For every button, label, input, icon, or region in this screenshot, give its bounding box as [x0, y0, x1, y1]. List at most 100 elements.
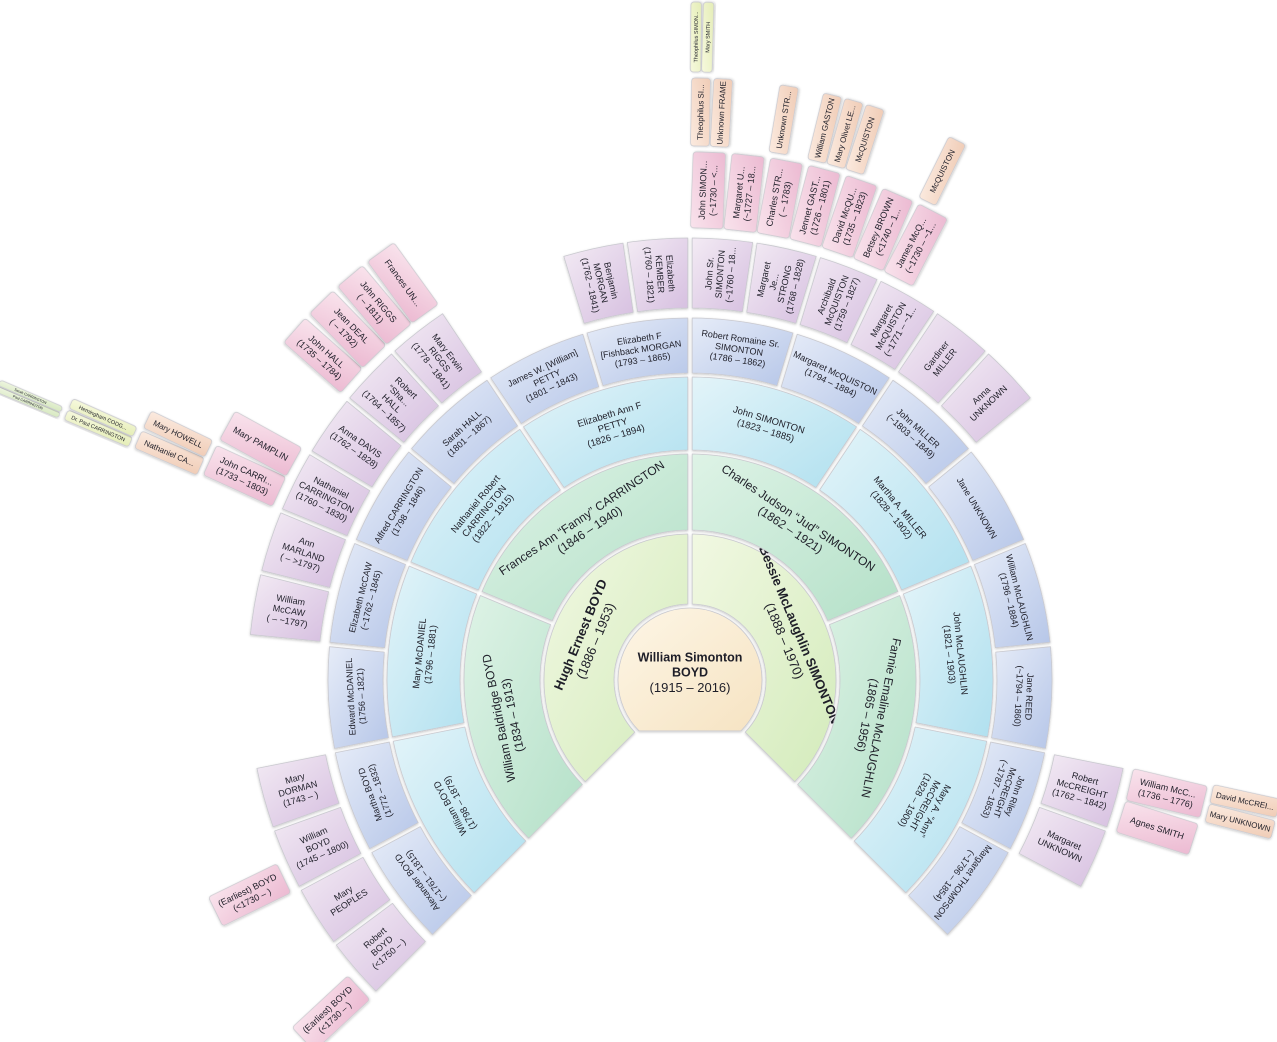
person-box[interactable]: [626, 237, 689, 313]
person-box[interactable]: [822, 175, 877, 258]
ancestor-gen3[interactable]: Mary A. “Ann”McCREIGHT(1828 – 1900): [853, 726, 988, 894]
ancestor-gen7[interactable]: Theophilus SI...: [690, 77, 711, 147]
person-box[interactable]: [543, 533, 689, 783]
person-box[interactable]: [691, 237, 754, 313]
person-box[interactable]: [394, 313, 482, 404]
person-box[interactable]: [386, 565, 478, 738]
person-box[interactable]: [335, 902, 426, 992]
person-box[interactable]: [780, 333, 890, 424]
person-box[interactable]: [1040, 754, 1124, 828]
ancestor-gen5[interactable]: MaryPEOPLES: [300, 856, 391, 942]
person-box[interactable]: [586, 317, 689, 386]
ancestor-gen8[interactable]: Mary SMITH: [701, 1, 715, 73]
person-box[interactable]: [797, 595, 917, 839]
person-box[interactable]: [691, 376, 857, 488]
person-box[interactable]: [709, 78, 733, 148]
person-box[interactable]: [723, 153, 765, 233]
ancestor-gen3[interactable]: John McLAUGHLIN(1821 – 1903): [902, 565, 994, 738]
person-box[interactable]: [1018, 806, 1106, 887]
person-box[interactable]: [853, 726, 988, 894]
person-box[interactable]: [284, 318, 362, 393]
ancestor-gen6[interactable]: (Earliest) BOYD(<1730 – ): [208, 864, 291, 927]
person-box[interactable]: [490, 333, 600, 424]
ancestor-gen4[interactable]: Jane REED(~1794 – 1860): [991, 646, 1053, 749]
ancestor-gen3[interactable]: Mary McDANIEL(1796 – 1881): [386, 565, 478, 738]
ancestor-gen3[interactable]: Martha A. MILLER(1828 – 1902): [819, 428, 970, 591]
ancestor-gen2[interactable]: Fannie Emaline McLAUGHLIN(1865 – 1956): [797, 595, 917, 839]
person-box[interactable]: [691, 317, 794, 386]
person-box[interactable]: [371, 826, 472, 935]
ancestor-gen5[interactable]: RobertMcCREIGHT(1762 – 1842): [1040, 754, 1124, 828]
person-box[interactable]: [349, 353, 439, 443]
person-box[interactable]: [1126, 768, 1208, 818]
person-box[interactable]: [691, 453, 899, 621]
ancestor-gen3[interactable]: Nathaniel RobertCARRINGTON(1822 – 1915): [410, 428, 561, 591]
person-box[interactable]: [756, 158, 803, 239]
person-box[interactable]: [203, 445, 286, 506]
person-box[interactable]: [356, 451, 452, 561]
ancestor-gen6[interactable]: John CARRI...(1733 – 1803): [203, 445, 286, 506]
person-box[interactable]: [463, 595, 583, 839]
person-box[interactable]: [902, 565, 994, 738]
ancestor-gen3[interactable]: John SIMONTON(1823 – 1885): [691, 376, 857, 488]
person-box[interactable]: [310, 291, 386, 368]
person-box[interactable]: [563, 242, 634, 324]
ancestor-gen4[interactable]: Sarah HALL(1801 – 1867): [411, 379, 519, 484]
ancestor-gen4[interactable]: Robert Romaine Sr.SIMONTON(1786 – 1862): [691, 317, 794, 386]
ancestor-gen7[interactable]: McQUISTON: [919, 136, 966, 206]
person-box[interactable]: [617, 607, 763, 732]
ancestor-gen6[interactable]: John SIMON...(~1730 – <...: [690, 151, 726, 230]
person-box[interactable]: [689, 1, 702, 73]
ancestor-gen4[interactable]: John MILLER(~1803 – 1849): [861, 379, 969, 484]
ancestor-gen1[interactable]: Hugh Ernest BOYD(1886 – 1953): [543, 533, 689, 783]
ancestor-gen6[interactable]: Jean DEAL( – 1792): [310, 291, 386, 368]
person-box[interactable]: [826, 98, 864, 169]
ancestor-gen3[interactable]: William BOYD(1798 – 1879): [392, 726, 527, 894]
person-box[interactable]: [861, 379, 969, 484]
person-box[interactable]: [690, 77, 711, 147]
person-box[interactable]: [329, 543, 406, 649]
person-box[interactable]: [292, 976, 370, 1042]
person-box[interactable]: [69, 398, 137, 437]
ancestor-gen5[interactable]: Anna DAVIS(1762 – 1828): [311, 400, 402, 488]
person-box[interactable]: [392, 726, 527, 894]
ancestor-gen6[interactable]: Charles STR...( – 1783): [756, 158, 803, 239]
person-box[interactable]: [134, 431, 204, 475]
person-box[interactable]: [368, 243, 439, 324]
ancestor-gen7[interactable]: Unknown STR...: [768, 84, 799, 155]
person-box[interactable]: [690, 151, 726, 230]
ancestor-gen5[interactable]: AnnaUNKNOWN: [941, 353, 1031, 443]
ancestor-gen5[interactable]: ElizabethKEMBER(1760 – 1821): [626, 237, 689, 313]
person-box[interactable]: [799, 257, 878, 344]
person-box[interactable]: [1209, 784, 1277, 818]
person-box[interactable]: [0, 380, 63, 412]
ancestor-gen4[interactable]: Margaret THOMPSON(~1796 – 1854): [908, 826, 1009, 935]
ancestor-gen6[interactable]: William McC...(1736 – 1776): [1126, 768, 1208, 818]
ancestor-gen6[interactable]: Margaret U...(~1727 – 18...: [723, 153, 765, 233]
person-box[interactable]: [481, 453, 689, 621]
ancestor-gen7[interactable]: David McCREI...: [1209, 784, 1277, 818]
ancestor-gen4[interactable]: Elizabeth McCAW(~1762 – 1845): [329, 543, 406, 649]
person-box[interactable]: [523, 376, 689, 488]
ancestor-gen4[interactable]: Martha BOYD(1772 – 1832): [334, 741, 419, 850]
person-box[interactable]: [746, 242, 817, 324]
person-box[interactable]: [282, 454, 371, 537]
ancestor-gen5[interactable]: MargaretJe...STRONG(1768 – 1828): [746, 242, 817, 324]
person-box[interactable]: [819, 428, 970, 591]
person-box[interactable]: [974, 543, 1051, 649]
ancestor-gen8[interactable]: Theophilus SIMON...: [689, 1, 702, 73]
person-box[interactable]: [249, 574, 330, 642]
person-box[interactable]: [807, 93, 842, 164]
ancestor-gen6[interactable]: (Earliest) BOYD(<1730 – ): [292, 976, 370, 1042]
person-box[interactable]: [908, 826, 1009, 935]
person-box[interactable]: [928, 451, 1024, 561]
ancestor-gen5[interactable]: WilliamMcCAW( – ~1797): [249, 574, 330, 642]
person-box[interactable]: [768, 84, 799, 155]
ancestor-gen4[interactable]: James W. [William]PETTY(1801 – 1843): [490, 333, 600, 424]
person-box[interactable]: [701, 1, 715, 73]
ancestor-gen3[interactable]: Elizabeth Ann FPETTY(1826 – 1894): [523, 376, 689, 488]
ancestor-gen5[interactable]: NathanielCARRINGTON(1760 – 1830): [282, 454, 371, 537]
ancestor-gen6[interactable]: Agnes SMITH: [1116, 801, 1198, 855]
person-box[interactable]: [143, 411, 213, 457]
